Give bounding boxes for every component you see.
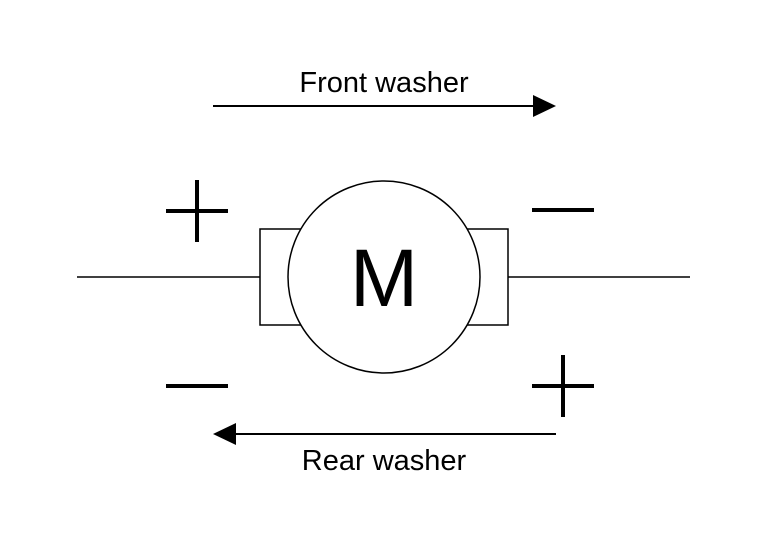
front-arrow	[213, 95, 556, 117]
plus-sign-top-left	[166, 180, 228, 242]
rear-arrow	[213, 423, 556, 445]
rear-washer-label: Rear washer	[302, 445, 467, 477]
motor-circle	[287, 180, 481, 374]
front-washer-label: Front washer	[299, 67, 469, 99]
plus-sign-bottom-right	[532, 355, 594, 417]
motor-symbol: M	[350, 233, 418, 324]
